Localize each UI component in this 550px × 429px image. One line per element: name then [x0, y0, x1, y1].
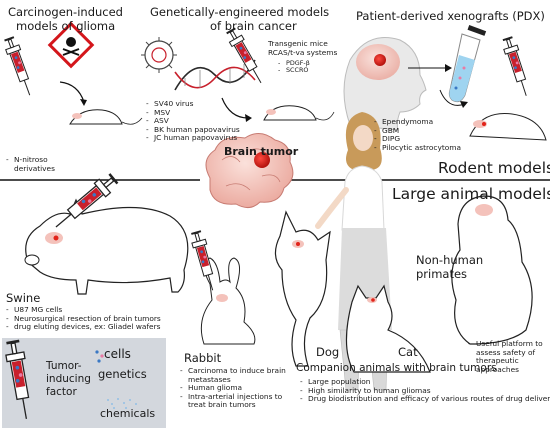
- cat-icon: [345, 284, 431, 373]
- rabbit-item: Carcinoma to induce brain metastases: [180, 366, 292, 384]
- carcinogen-title-2: models of glioma: [16, 19, 116, 33]
- cat-label: Cat: [398, 345, 418, 359]
- companion-item: Large population: [300, 377, 550, 387]
- mouse-icon: [263, 105, 335, 121]
- swine-title: Swine: [6, 291, 41, 305]
- rodent-heading: Rodent models: [438, 159, 550, 177]
- rabbit-item: Human glioma: [180, 384, 292, 393]
- pdx-item: DIPG: [374, 135, 461, 144]
- virus-item: JC human papovavirus: [146, 134, 240, 143]
- transgenic-item: SCCRO: [278, 66, 310, 75]
- human-head-icon: [343, 37, 427, 131]
- pdx-syringe: [500, 35, 534, 99]
- primates-title-1: Non-human: [416, 253, 484, 267]
- carcinogen-title-1: Carcinogen-induced: [8, 5, 123, 19]
- genetic-title-1: Genetically-engineered models: [150, 5, 330, 19]
- dog-label: Dog: [316, 345, 340, 359]
- pdx-title: Patient-derived xenografts (PDX): [356, 9, 545, 23]
- rabbit-list: Carcinoma to induce brain metastases Hum…: [180, 366, 292, 410]
- carcinogen-item: N-nitroso derivatives: [6, 155, 70, 173]
- genetic-syringe: [223, 26, 268, 87]
- companion-item: Drug biodistribution and efficacy of var…: [300, 395, 550, 404]
- genetic-title-2: of brain cancer: [210, 19, 297, 33]
- dna-icon: [174, 59, 256, 91]
- virus-item: BK human papovavirus: [146, 125, 240, 135]
- companion-list: Large population High similarity to huma…: [300, 377, 550, 404]
- primates-title-2: primates: [416, 267, 468, 281]
- primates-list: Useful platform to assess safety of ther…: [468, 339, 548, 374]
- swine-item: Neurosurgical resection of brain tumors: [6, 314, 161, 324]
- virus-item: SV40 virus: [146, 99, 240, 109]
- carcinogen-syringe: [1, 35, 37, 99]
- rabbit-title: Rabbit: [184, 351, 222, 365]
- test-tube-icon: [448, 25, 487, 103]
- legend-box: [2, 338, 166, 428]
- legend-chemicals: chemicals: [100, 407, 156, 420]
- swine-item: U87 MG cells: [6, 305, 161, 315]
- pig-icon: [24, 198, 189, 295]
- virus-item: MSV: [146, 108, 240, 118]
- virus-item: ASV: [146, 117, 240, 126]
- transgenic-item: PDGF-β: [278, 59, 310, 68]
- carcinogen-list: N-nitroso derivatives: [6, 155, 70, 173]
- legend-genetics: genetics: [98, 367, 147, 381]
- legend-title-1: Tumor-: [46, 360, 82, 372]
- mouse-icon: [469, 112, 547, 141]
- companion-title: Companion animals with brain tumors: [296, 362, 497, 374]
- virus-icon: [141, 37, 177, 73]
- pdx-list: Ependymoma GBM DIPG Pilocytic astrocytom…: [374, 117, 461, 153]
- toxic-hazard-icon: [47, 21, 95, 69]
- pdx-item: Pilocytic astrocytoma: [374, 143, 461, 153]
- large-animal-heading: Large animal models: [392, 185, 550, 203]
- rabbit-icon: [200, 257, 256, 345]
- pdx-item: Ependymoma: [374, 117, 461, 127]
- arrow-icon: [59, 81, 85, 103]
- legend-title-3: factor: [46, 386, 77, 398]
- transgenic-line-1: Transgenic mice: [268, 39, 328, 48]
- swine-item: drug eluting devices, ex: Gliadel wafers: [6, 322, 161, 332]
- rabbit-item: Intra-arterial injections to treat brain…: [180, 392, 292, 410]
- swine-list: U87 MG cells Neurosurgical resection of …: [6, 305, 161, 332]
- monkey-icon: [451, 195, 533, 345]
- pdx-item: GBM: [374, 126, 461, 136]
- companion-item: High similarity to human gliomas: [300, 386, 550, 396]
- legend-title-2: inducing: [46, 373, 91, 385]
- center-label: Brain tumor: [224, 145, 299, 158]
- legend-cells: cells: [104, 347, 131, 361]
- transgenic-list: PDGF-β SCCRO: [278, 59, 310, 75]
- primates-item: Useful platform to assess safety of ther…: [468, 339, 548, 374]
- mouse-icon: [69, 109, 143, 125]
- dog-icon: [274, 210, 331, 367]
- virus-list: SV40 virus MSV ASV BK human papovavirus …: [146, 99, 240, 143]
- transgenic-line-2: RCAS/t-va systems: [268, 48, 338, 57]
